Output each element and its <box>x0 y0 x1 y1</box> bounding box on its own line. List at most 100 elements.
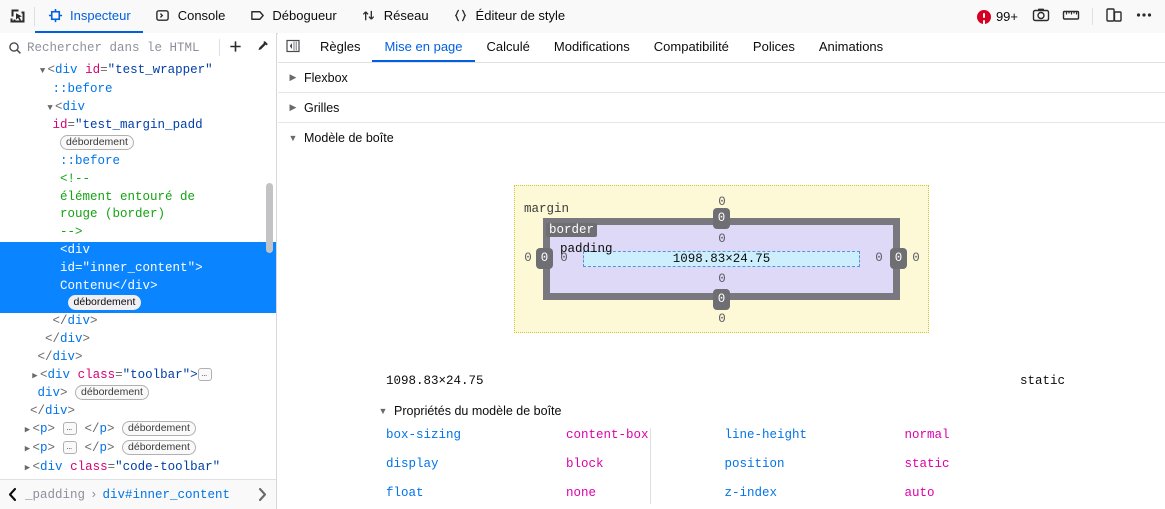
border-top-value[interactable]: 0 <box>713 208 730 229</box>
section-modele-de-boite[interactable]: ▼ Modèle de boîte <box>278 123 1165 152</box>
overflow-badge[interactable]: débordement <box>67 295 142 311</box>
box-model-content-region[interactable]: 1098.83×24.75 <box>583 251 860 267</box>
property-value[interactable]: block <box>566 457 604 471</box>
error-count-badge[interactable]: 99+ <box>974 9 1025 24</box>
markup-vertical-scrollbar[interactable] <box>266 183 273 253</box>
dom-node-row[interactable]: ▶<div class="code-toolbar" <box>0 459 276 478</box>
property-value[interactable]: normal <box>904 428 950 442</box>
section-label: Modèle de boîte <box>304 130 394 145</box>
dom-node-row-selected[interactable]: débordement <box>0 295 276 314</box>
dom-token-tag: div <box>60 331 83 346</box>
section-flexbox[interactable]: ▶ Flexbox <box>278 63 1165 93</box>
chevron-right-icon[interactable]: ▶ <box>24 462 31 473</box>
devtools-menu-button[interactable] <box>1130 4 1158 30</box>
dom-node-row-selected[interactable]: <div <box>0 241 276 260</box>
dom-node-row[interactable]: ▶<p> … </p> débordement <box>0 439 276 459</box>
box-model-border-region[interactable]: 1098.83×24.75 <box>543 218 900 300</box>
breadcrumb-scroll-left-button[interactable] <box>0 487 24 502</box>
tab-reseau[interactable]: Réseau <box>349 0 441 33</box>
dom-node-row[interactable]: </div> <box>0 403 276 421</box>
chevron-down-icon[interactable]: ▼ <box>39 66 46 76</box>
dom-node-row[interactable]: ▼<div id="test_wrapper" <box>0 62 276 81</box>
margin-left-value[interactable]: 0 <box>524 251 532 265</box>
breadcrumb-scroll-right-button[interactable] <box>250 487 274 502</box>
dom-token-punct: > <box>107 421 123 436</box>
dom-node-row[interactable]: ▼<div <box>0 99 276 118</box>
sidebar-tab-mise-en-page[interactable]: Mise en page <box>372 33 475 62</box>
sidebar-tab-modifications[interactable]: Modifications <box>542 33 642 62</box>
add-node-button[interactable] <box>222 34 249 61</box>
chevron-right-icon[interactable]: ▶ <box>24 424 31 435</box>
pseudo-class-toggle-button[interactable] <box>278 33 308 62</box>
dom-token-pseudo: ::before <box>52 81 113 96</box>
box-model-diagram[interactable]: 1098.83×24.75 margin border padding 0 0 … <box>514 185 929 333</box>
dom-node-row[interactable]: </div> <box>0 349 276 367</box>
dom-token-punct: </ <box>52 314 68 329</box>
chevron-right-icon[interactable]: ▶ <box>24 443 31 454</box>
border-left-value[interactable]: 0 <box>536 248 553 269</box>
dom-token-tag: p <box>99 421 107 436</box>
sidebar-tab-animations[interactable]: Animations <box>807 33 895 62</box>
tab-console[interactable]: Console <box>143 0 238 33</box>
dom-node-row[interactable]: ▶<div class="toolbar">… <box>0 367 276 386</box>
dom-node-row[interactable]: rouge (border) <box>0 206 276 224</box>
chevron-down-icon[interactable]: ▼ <box>47 102 53 113</box>
border-bottom-value[interactable]: 0 <box>713 289 730 310</box>
chevron-right-icon[interactable]: ▶ <box>32 370 38 381</box>
expand-ellipsis-icon[interactable]: … <box>62 440 77 454</box>
dom-node-row[interactable]: <!-- <box>0 171 276 189</box>
property-value[interactable]: static <box>904 457 950 471</box>
padding-bottom-value[interactable]: 0 <box>718 272 726 286</box>
sidebar-tab-polices[interactable]: Polices <box>741 33 807 62</box>
measure-button[interactable] <box>1057 4 1085 30</box>
dom-node-row[interactable]: élément entouré de <box>0 189 276 207</box>
padding-left-value[interactable]: 0 <box>560 251 568 265</box>
overflow-badge[interactable]: débordement <box>75 385 149 401</box>
expand-ellipsis-icon[interactable]: … <box>197 367 213 381</box>
property-value[interactable]: auto <box>904 486 935 500</box>
breadcrumb-item-current[interactable]: div#inner_content <box>102 487 231 502</box>
expand-ellipsis-icon[interactable]: … <box>62 421 77 435</box>
dom-node-row[interactable]: --> <box>0 224 276 242</box>
overflow-badge[interactable]: débordement <box>60 135 134 151</box>
overflow-badge[interactable]: débordement <box>122 420 196 436</box>
box-model-properties-header[interactable]: ▼ Propriétés du modèle de boîte <box>278 396 1165 426</box>
element-picker-button[interactable] <box>0 0 34 33</box>
dom-node-row[interactable]: ::before <box>0 153 276 171</box>
box-model-padding-region[interactable]: 1098.83×24.75 <box>550 225 893 293</box>
overflow-badge[interactable]: débordement <box>122 439 196 455</box>
sidebar-tab-compatibilite[interactable]: Compatibilité <box>642 33 741 62</box>
dom-tree[interactable]: ▼<div id="test_wrapper" ::before ▼<div i… <box>0 62 276 478</box>
dom-node-row[interactable]: ▶<p> … </p> débordement <box>0 420 276 440</box>
padding-top-value[interactable]: 0 <box>718 232 726 246</box>
responsive-mode-button[interactable] <box>1100 4 1128 30</box>
dom-token-tag: div <box>45 404 68 419</box>
dom-node-row[interactable]: débordement <box>0 135 276 153</box>
margin-right-value[interactable]: 0 <box>912 251 920 265</box>
screenshot-button[interactable] <box>1027 4 1055 30</box>
dom-node-row-selected[interactable]: Contenu</div> <box>0 277 276 296</box>
dom-node-row[interactable]: id="test_margin_padd <box>0 117 276 135</box>
margin-bottom-value[interactable]: 0 <box>718 312 726 326</box>
dom-node-row[interactable]: </div> <box>0 313 276 331</box>
breadcrumb-item-parent[interactable]: _padding <box>25 487 86 502</box>
dom-node-row[interactable]: ::before <box>0 81 276 99</box>
dom-token-punct: > <box>47 440 63 455</box>
padding-right-value[interactable]: 0 <box>875 251 883 265</box>
margin-top-value[interactable]: 0 <box>718 195 726 209</box>
section-grilles[interactable]: ▶ Grilles <box>278 93 1165 123</box>
dom-node-row[interactable]: div> débordement <box>0 385 276 403</box>
color-picker-button[interactable] <box>249 34 276 61</box>
border-right-value[interactable]: 0 <box>890 248 907 269</box>
search-input[interactable] <box>27 40 217 55</box>
property-value[interactable]: content-box <box>566 428 649 442</box>
tab-inspecteur[interactable]: Inspecteur <box>35 0 143 33</box>
section-label: Grilles <box>304 100 340 115</box>
tab-debogueur[interactable]: Débogueur <box>237 0 348 33</box>
tab-editeur-de-style[interactable]: Éditeur de style <box>441 0 578 33</box>
sidebar-tab-regles[interactable]: Règles <box>308 33 372 62</box>
sidebar-tab-calcule[interactable]: Calculé <box>475 33 542 62</box>
property-value[interactable]: none <box>566 486 597 500</box>
dom-node-row-selected[interactable]: id="inner_content"> <box>0 259 276 278</box>
dom-node-row[interactable]: </div> <box>0 331 276 349</box>
